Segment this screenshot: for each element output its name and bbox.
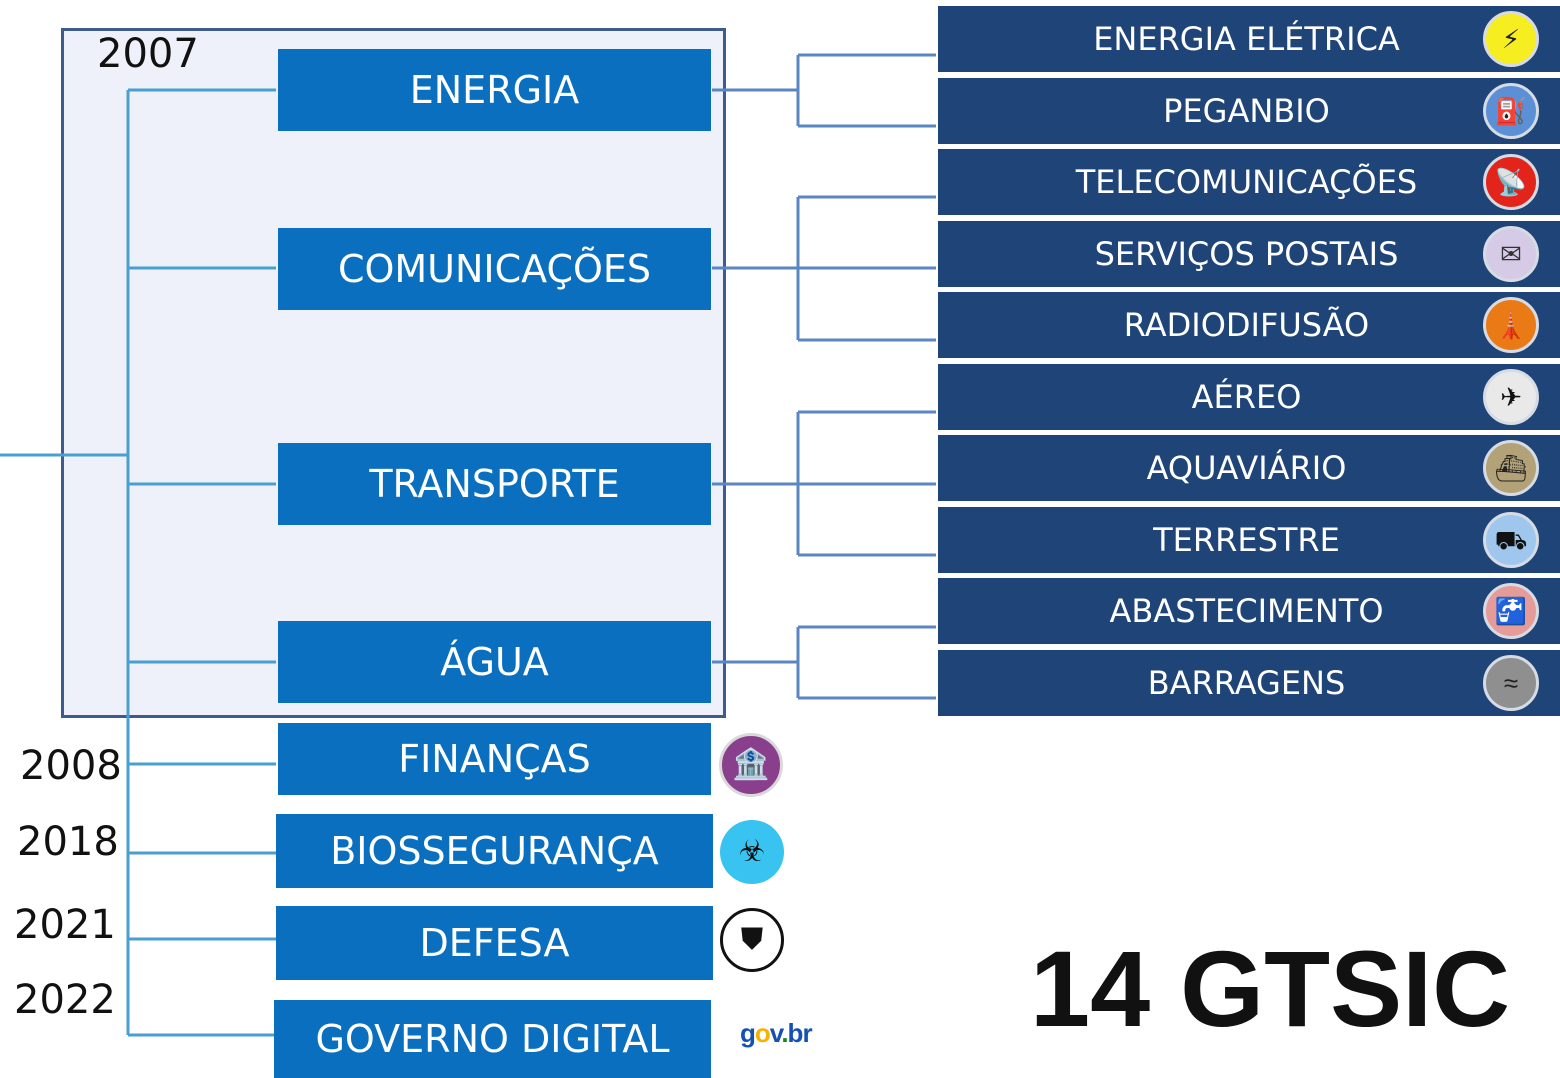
subsector-label: TELECOMUNICAÇÕES <box>1075 163 1418 201</box>
subsector-servicos-postais: SERVIÇOS POSTAIS ✉ <box>938 221 1560 287</box>
biohazard-icon: ☣ <box>720 820 784 884</box>
subsector-radiodifusao: RADIODIFUSÃO 🗼 <box>938 292 1560 358</box>
subsector-aereo: AÉREO ✈ <box>938 364 1560 430</box>
subsector-label: BARRAGENS <box>1147 664 1346 702</box>
sector-defesa: DEFESA <box>276 906 713 980</box>
ship-icon: ⛴ <box>1483 440 1539 496</box>
subsector-label: ENERGIA ELÉTRICA <box>1093 20 1400 58</box>
subsector-label: AÉREO <box>1191 378 1302 416</box>
year-2022-label: 2022 <box>14 977 116 1023</box>
power-tower-icon: ⚡ <box>1483 11 1539 67</box>
envelope-icon: ✉ <box>1483 226 1539 282</box>
sector-energia: ENERGIA <box>278 49 711 131</box>
subsector-aquaviario: AQUAVIÁRIO ⛴ <box>938 435 1560 501</box>
subsector-label: RADIODIFUSÃO <box>1123 306 1370 344</box>
sector-financas: FINANÇAS <box>278 723 711 795</box>
subsector-label: AQUAVIÁRIO <box>1146 449 1347 487</box>
subsector-label: ABASTECIMENTO <box>1109 592 1384 630</box>
shield-icon: ⛊ <box>720 908 784 972</box>
headline-gtsic: 14 GTSIC <box>1030 928 1511 1049</box>
subsector-label: SERVIÇOS POSTAIS <box>1094 235 1399 273</box>
gov-br-logo: gov.br <box>740 1018 813 1048</box>
water-tap-icon: 🚰 <box>1483 583 1539 639</box>
radio-tower-icon: 🗼 <box>1483 297 1539 353</box>
bank-money-icon: 🏦 <box>719 733 783 797</box>
year-2021-label: 2021 <box>14 902 116 948</box>
satellite-dish-icon: 📡 <box>1483 154 1539 210</box>
truck-icon: ⛟ <box>1483 512 1539 568</box>
subsector-peganbio: PEGANBIO ⛽ <box>938 78 1560 144</box>
subsector-label: PEGANBIO <box>1163 92 1330 130</box>
subsector-abastecimento: ABASTECIMENTO 🚰 <box>938 578 1560 644</box>
subsector-barragens: BARRAGENS ≈ <box>938 650 1560 716</box>
sector-governo-digital: GOVERNO DIGITAL <box>274 1000 711 1078</box>
oil-pump-icon: ⛽ <box>1483 83 1539 139</box>
subsector-label: TERRESTRE <box>1153 521 1340 559</box>
subsector-terrestre: TERRESTRE ⛟ <box>938 507 1560 573</box>
sector-biosseguranca: BIOSSEGURANÇA <box>276 814 713 888</box>
year-2008-label: 2008 <box>20 743 122 789</box>
subsector-telecomunicacoes: TELECOMUNICAÇÕES 📡 <box>938 149 1560 215</box>
subsector-energia-eletrica: ENERGIA ELÉTRICA ⚡ <box>938 6 1560 72</box>
airplane-icon: ✈ <box>1483 369 1539 425</box>
sector-transporte: TRANSPORTE <box>278 443 711 525</box>
sector-comunicacoes: COMUNICAÇÕES <box>278 228 711 310</box>
sector-agua: ÁGUA <box>278 621 711 703</box>
year-2007-label: 2007 <box>97 31 199 77</box>
dam-icon: ≈ <box>1483 655 1539 711</box>
group-2007-box <box>61 28 726 718</box>
year-2018-label: 2018 <box>17 819 119 865</box>
